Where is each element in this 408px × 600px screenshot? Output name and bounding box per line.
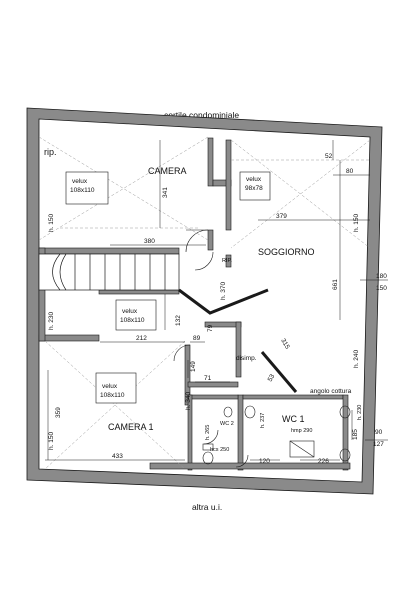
kitchen-wall	[260, 351, 298, 393]
dim-90: 90	[375, 429, 383, 436]
height-340: h. 340	[185, 392, 192, 410]
height-370: h. 370	[220, 282, 227, 300]
dim-226: 226	[318, 458, 329, 465]
dim-52: 52	[325, 153, 333, 160]
interior-walls	[38, 137, 351, 471]
dim-89: 89	[193, 335, 201, 342]
skylight-3-size: 108x110	[120, 317, 145, 324]
label-angolo-cottura: angolo cottura	[310, 388, 352, 395]
dimension-lines	[45, 140, 388, 461]
skylight-4-name: velux	[102, 383, 118, 390]
height-265: h. 265	[205, 425, 211, 440]
label-rip-small: RIP.	[222, 258, 232, 264]
label-wc-1: WC 1	[282, 414, 305, 424]
dim-379: 379	[276, 213, 287, 220]
skylight-boxes	[65, 171, 271, 404]
dim-661: 661	[332, 279, 339, 290]
height-150-c: h. 150	[48, 432, 55, 450]
dim-80: 80	[346, 168, 354, 175]
dim-149: 149	[190, 361, 197, 372]
dim-71: 71	[204, 375, 212, 382]
doors	[173, 229, 249, 468]
dim-433: 433	[112, 453, 123, 460]
skylight-2-name: velux	[246, 176, 262, 183]
sanitary-fixtures	[202, 405, 351, 465]
label-rip: rip.	[44, 147, 57, 157]
height-240: h. 240	[353, 350, 360, 368]
dim-212: 212	[136, 335, 147, 342]
label-courtyard: cortile condominiale	[164, 110, 239, 120]
height-hcs250: hcs 250	[210, 447, 229, 453]
dim-53: 53	[267, 373, 277, 383]
dim-132: 132	[175, 315, 182, 326]
height-230: h. 230	[48, 312, 55, 330]
height-237: h. 237	[260, 413, 266, 428]
dim-150: 150	[376, 285, 387, 292]
dim-380: 380	[144, 238, 155, 245]
skylight-2-size: 98x78	[245, 185, 263, 192]
label-camera: CAMERA	[148, 166, 187, 176]
dim-127: 127	[373, 441, 384, 448]
dim-315: 315	[279, 338, 291, 351]
height-hmp290: hmp 290	[291, 428, 312, 434]
dim-359: 359	[55, 407, 62, 418]
label-other-unit: altra u.i.	[192, 502, 222, 512]
skylight-3-name: velux	[122, 308, 138, 315]
dim-341: 341	[162, 187, 169, 198]
label-soggiorno: SOGGIORNO	[258, 247, 315, 257]
dim-120: 120	[259, 458, 270, 465]
diagonal-wall	[178, 288, 269, 315]
dashed-ceiling-lines	[38, 136, 371, 470]
label-disimp: disimp.	[236, 355, 257, 362]
dim-180: 180	[376, 273, 387, 280]
skylight-1-size: 108x110	[70, 187, 95, 194]
dim-185: 185	[352, 429, 359, 440]
skylight-4-size: 108x110	[100, 392, 125, 399]
skylight-1-name: velux	[72, 178, 88, 185]
height-150-b: h. 150	[353, 214, 360, 232]
outer-wall	[26, 107, 383, 495]
height-230-wc: h. 230	[357, 405, 363, 420]
height-150-a: h. 150	[48, 214, 55, 232]
stairs	[38, 253, 180, 291]
label-camera-1: CAMERA 1	[108, 422, 154, 432]
label-wc-2: WC 2	[220, 421, 234, 427]
dim-79: 79	[207, 324, 214, 332]
